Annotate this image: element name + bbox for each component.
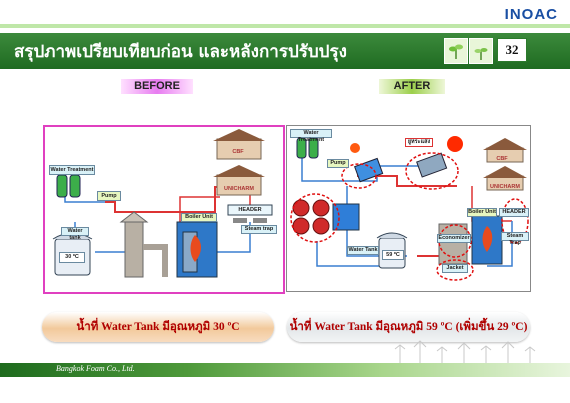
after-pump-label: Pump <box>327 159 349 168</box>
after-boiler-unit-label: Boiler Unit <box>467 208 497 217</box>
after-cbf-label: CBF <box>496 156 508 162</box>
sprout-thumbnail-icon <box>469 38 493 64</box>
after-unicharm-label: UNICHARM <box>490 184 520 190</box>
before-caption: น้ำที่ Water Tank มีอุณหภูมิ 30 ºC <box>42 312 274 342</box>
company-name: Bangkok Foam Co., Ltd. <box>56 364 135 373</box>
before-schematic <box>52 129 273 278</box>
inoac-logo: INOAC <box>504 6 558 23</box>
after-caption: น้ำที่ Water Tank มีอุณหภูมิ 59 ºC (เพิ่… <box>287 312 530 342</box>
after-steam-trap-label: Steam Trap <box>501 232 529 246</box>
after-water-treatment-label: Water Treatment <box>290 129 332 143</box>
steam-trap-label: Steam trap <box>241 225 277 234</box>
header-label: HEADER <box>238 207 262 213</box>
after-diagram: Water Treatment Pump ยูหระแสง CBF UNICHA… <box>286 125 531 292</box>
water-treatment-label: Water Treatment <box>49 165 95 175</box>
page-number: 32 <box>497 38 527 62</box>
water-tank-label: Water tank <box>61 227 89 241</box>
tank-temperature: 30 ºC <box>59 252 85 263</box>
plants-decoration-icon <box>390 335 550 363</box>
after-schematic <box>290 136 529 281</box>
after-tag: AFTER <box>379 79 445 94</box>
pump-label: Pump <box>97 191 121 201</box>
page-title: สรุปภาพเปรียบเทียบก่อน และหลังการปรับปรุ… <box>14 42 347 62</box>
logo-band <box>0 24 570 28</box>
before-tag: BEFORE <box>121 79 193 94</box>
after-water-tank-label: Water Tank <box>347 246 379 255</box>
boiler-unit-label: Boiler Unit <box>181 213 217 222</box>
unicharm-label: UNICHARM <box>224 186 254 192</box>
cbf-label: CBF <box>232 149 244 155</box>
solar-label: ยูหระแสง <box>405 138 433 147</box>
jacket-label: Jacket <box>442 264 468 273</box>
before-diagram: Water Treatment Pump Water tank 30 ºC Bo… <box>43 125 285 294</box>
economizer-label: Economizer <box>437 234 471 243</box>
after-header-label: HEADER <box>499 208 529 217</box>
footer-bar <box>0 363 570 377</box>
plant-thumbnail-icon <box>444 38 468 64</box>
after-tank-temperature: 59 ºC <box>382 250 404 260</box>
